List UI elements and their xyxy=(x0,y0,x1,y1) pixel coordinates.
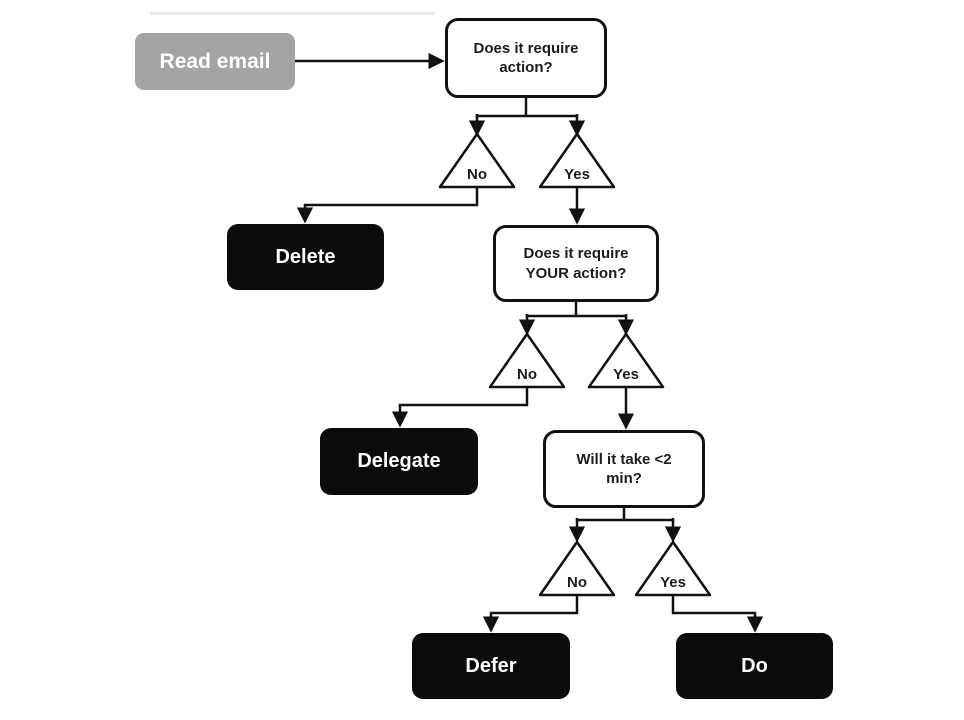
node-question-take-2-min: Will it take <2 min? xyxy=(543,430,705,508)
edge-no3-to-defer xyxy=(482,595,579,633)
node-delete: Delete xyxy=(227,224,384,290)
node-defer-label: Defer xyxy=(465,654,517,677)
edge-yes3-to-do xyxy=(671,595,764,633)
node-read-email-label: Read email xyxy=(159,49,271,73)
branch-label-no-1: No xyxy=(467,165,487,183)
branch-label-no-3: No xyxy=(567,573,587,591)
node-defer: Defer xyxy=(412,633,570,699)
node-question-require-your-action: Does it require YOUR action? xyxy=(493,225,659,302)
branch-label-yes-2: Yes xyxy=(613,365,639,383)
node-do: Do xyxy=(676,633,833,699)
node-question-require-action-label: Does it require action? xyxy=(473,39,579,77)
node-question-require-your-action-label: Does it require YOUR action? xyxy=(523,245,629,282)
node-delegate: Delegate xyxy=(320,428,478,495)
node-question-require-action: Does it require action? xyxy=(445,18,607,98)
top-edge-artifact xyxy=(150,12,435,15)
node-question-take-2-min-label: Will it take <2 min? xyxy=(576,450,672,488)
branch-label-yes-1: Yes xyxy=(564,165,590,183)
node-delegate-label: Delegate xyxy=(357,450,441,472)
edge-no2-to-delegate xyxy=(391,387,529,428)
branch-label-no-2: No xyxy=(517,365,537,383)
node-read-email: Read email xyxy=(135,33,295,90)
node-delete-label: Delete xyxy=(275,245,336,268)
edge-no1-to-delete xyxy=(296,187,479,224)
node-do-label: Do xyxy=(741,654,768,677)
branch-label-yes-3: Yes xyxy=(660,573,686,591)
